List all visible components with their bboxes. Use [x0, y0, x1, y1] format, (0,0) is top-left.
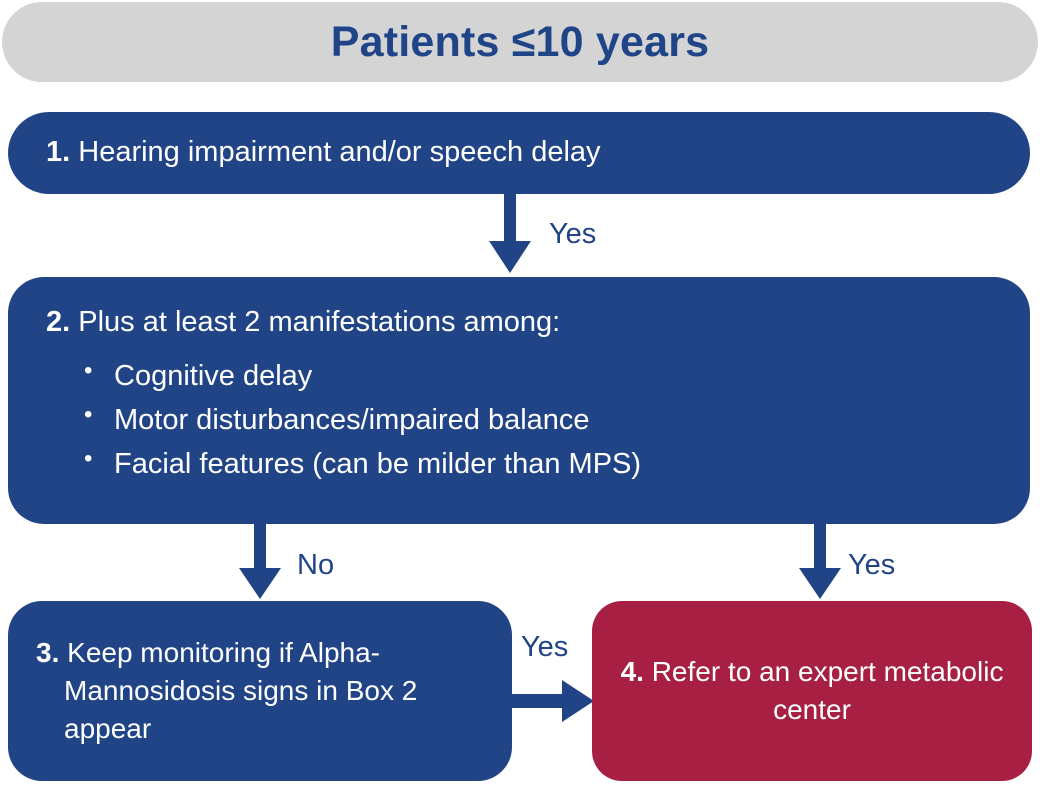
flow-box-2-number: 2.: [46, 306, 71, 338]
arrow-box2-to-box4: [799, 524, 841, 599]
flow-box-2-lead: 2. Plus at least 2 manifestations among:: [46, 305, 996, 340]
flow-box-1-label: Hearing impairment and/or speech delay: [70, 136, 601, 169]
edge-label-no-box2-box3: No: [297, 549, 335, 581]
flow-box-2-bullet-list: Cognitive delay Motor disturbances/impai…: [46, 353, 996, 486]
flow-box-3-number: 3.: [36, 636, 60, 668]
arrow-box1-to-box2: [489, 193, 531, 273]
flow-box-1-number: 1.: [46, 136, 71, 169]
arrow-box3-to-box4: [500, 680, 594, 722]
flow-box-2[interactable]: 2. Plus at least 2 manifestations among:…: [8, 277, 1030, 524]
flow-box-4-label: Refer to an expert metabolic center: [643, 655, 1004, 725]
flow-box-3-label: Keep monitoring if Alpha-Mannosidosis si…: [59, 636, 418, 745]
page-title: Patients ≤10 years: [330, 17, 710, 66]
flow-box-4-text: 4. Refer to an expert metabolic center: [606, 653, 1018, 729]
flow-box-1-text: 1. Hearing impairment and/or speech dela…: [46, 134, 601, 171]
list-item: Facial features (can be milder than MPS): [84, 441, 996, 486]
flow-box-3[interactable]: 3. Keep monitoring if Alpha-Mannosidosis…: [8, 601, 512, 781]
flow-box-1[interactable]: 1. Hearing impairment and/or speech dela…: [8, 112, 1030, 194]
header-banner: Patients ≤10 years: [2, 2, 1038, 82]
edge-label-yes-box2-box4: Yes: [848, 549, 896, 581]
flow-box-3-text: 3. Keep monitoring if Alpha-Mannosidosis…: [36, 634, 494, 748]
flow-box-2-lead-text: Plus at least 2 manifestations among:: [70, 306, 561, 338]
flow-box-4-number: 4.: [620, 655, 644, 687]
edge-label-yes-box3-box4: Yes: [521, 631, 569, 663]
list-item: Cognitive delay: [84, 353, 996, 398]
arrow-box2-to-box3: [239, 524, 281, 599]
flow-box-4[interactable]: 4. Refer to an expert metabolic center: [592, 601, 1032, 781]
edge-label-yes-box1-box2: Yes: [549, 218, 597, 250]
list-item: Motor disturbances/impaired balance: [84, 397, 996, 442]
